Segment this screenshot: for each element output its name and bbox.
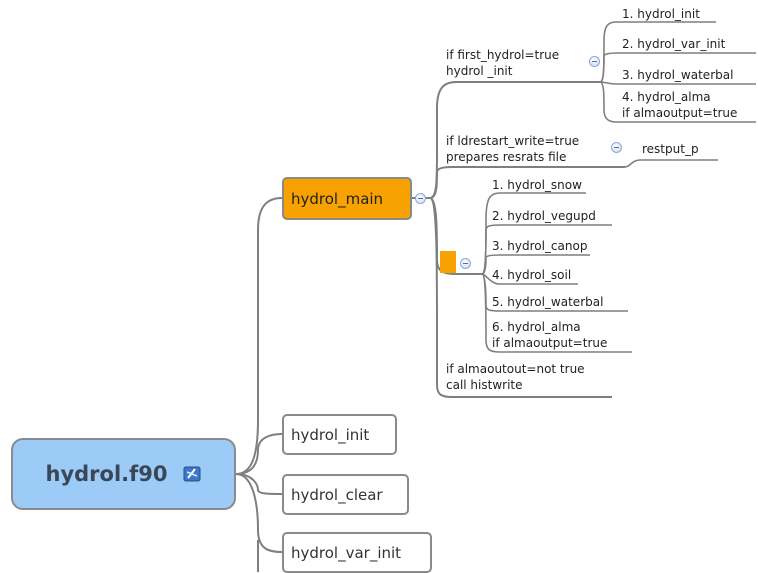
hydrol-main-label: hydrol_main [291, 189, 384, 208]
hydrol-init-label: hydrol_init [291, 425, 370, 444]
collapse-steps-icon[interactable] [460, 258, 471, 269]
first-hydrol-line2: hydrol _init [446, 64, 513, 78]
histwrite-line1: if almaoutout=not true [446, 362, 585, 376]
hydrol-init-node[interactable]: hydrol_init [282, 414, 397, 455]
steps-child-2[interactable]: 2. hydrol_vegupd [492, 209, 596, 223]
steps-child-5[interactable]: 5. hydrol_waterbal [492, 295, 604, 309]
first-hydrol-child-3[interactable]: 3. hydrol_waterbal [622, 68, 734, 82]
restput-p-node[interactable]: restput_p [642, 142, 699, 156]
first-hydrol-line1: if first_hydrol=true [446, 48, 560, 62]
first-hydrol-child-2[interactable]: 2. hydrol_var_init [622, 37, 726, 51]
collapse-restart-icon[interactable] [611, 142, 622, 153]
steps-child-3[interactable]: 3. hydrol_canop [492, 239, 588, 253]
hydrol-clear-label: hydrol_clear [291, 485, 383, 504]
hydrol-var-init-node[interactable]: hydrol_var_init [282, 532, 432, 573]
steps-child-4[interactable]: 4. hydrol_soil [492, 268, 572, 282]
collapse-first-hydrol-icon[interactable] [589, 56, 600, 67]
steps-node[interactable] [440, 251, 456, 273]
restart-line2: prepares resrats file [446, 150, 567, 164]
histwrite-line2: call histwrite [446, 378, 523, 392]
hydrol-var-init-label: hydrol_var_init [291, 543, 402, 562]
collapse-main-icon[interactable] [415, 193, 426, 204]
steps-child-6-condition: if almaoutput=true [492, 336, 608, 350]
root-title: hydrol.f90 [45, 462, 168, 486]
root-node[interactable]: hydrol.f90 [11, 438, 236, 510]
hydrol-clear-node[interactable]: hydrol_clear [282, 474, 409, 515]
first-hydrol-child-4-condition: if almaoutput=true [622, 106, 738, 120]
hydrol-main-node[interactable]: hydrol_main [282, 177, 412, 220]
steps-child-6[interactable]: 6. hydrol_alma [492, 320, 581, 334]
first-hydrol-child-4[interactable]: 4. hydrol_alma [622, 90, 711, 104]
xcode-project-icon [182, 464, 202, 484]
steps-child-1[interactable]: 1. hydrol_snow [492, 178, 582, 192]
restart-line1: if ldrestart_write=true [446, 134, 580, 148]
first-hydrol-child-1[interactable]: 1. hydrol_init [622, 7, 700, 21]
